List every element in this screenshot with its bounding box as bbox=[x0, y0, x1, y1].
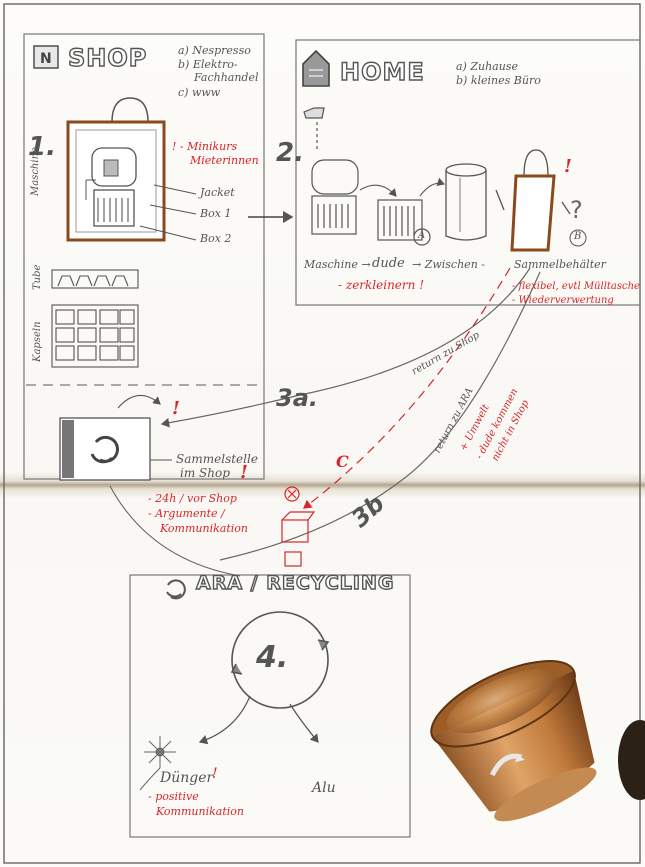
duenger-label: Dünger bbox=[160, 770, 213, 786]
shop-option-a: a) Nespresso bbox=[178, 44, 251, 57]
item-jacket: Jacket bbox=[200, 186, 235, 199]
collection-red-1: - 24h / vor Shop bbox=[148, 492, 237, 505]
collection-bin bbox=[60, 418, 172, 480]
shop-title: SHOP bbox=[68, 44, 147, 72]
home-title: HOME bbox=[340, 58, 425, 86]
item-box2: Box 2 bbox=[200, 232, 231, 245]
nespresso-logo-icon: N bbox=[34, 46, 58, 68]
shopping-bag-icon bbox=[68, 98, 164, 240]
label-b: B bbox=[574, 231, 581, 242]
alu-label: Alu bbox=[312, 780, 336, 796]
flow-sammel: Sammelbehälter bbox=[514, 258, 606, 271]
house-icon bbox=[303, 51, 329, 86]
tube-label: Tube bbox=[32, 265, 43, 290]
item-box1: Box 1 bbox=[200, 207, 231, 220]
machine-label: Maschine bbox=[30, 147, 41, 196]
capsule-grid bbox=[52, 305, 138, 367]
flow-zwischen: → Zwischen - bbox=[412, 258, 485, 271]
flow-dude: dude bbox=[372, 256, 405, 271]
step-4: 4. bbox=[256, 640, 288, 675]
collection-red-2: - Argumente / bbox=[148, 507, 225, 520]
home-option-b: b) kleines Büro bbox=[456, 74, 541, 87]
recycle-small-icon bbox=[167, 580, 185, 598]
step-2: 2. bbox=[276, 138, 304, 168]
red-icons bbox=[282, 487, 314, 566]
shop-option-b: b) Elektro- bbox=[178, 58, 238, 71]
duenger-red-1: - positive bbox=[148, 790, 199, 803]
home-red-note-1: - flexibel, evtl Mülltasche bbox=[512, 281, 640, 292]
home-red-zerkleinern: - zerkleinern ! bbox=[338, 278, 424, 292]
shop-frame bbox=[24, 34, 264, 479]
path-c bbox=[304, 268, 510, 508]
collection-red-3: Kommunikation bbox=[160, 522, 248, 535]
svg-text:?: ? bbox=[570, 196, 583, 224]
label-a: A bbox=[418, 230, 425, 241]
shop-option-c: c) www bbox=[178, 86, 220, 99]
ara-title: ARA / RECYCLING bbox=[196, 572, 394, 594]
flow-machine: Maschine → bbox=[304, 258, 371, 271]
home-machine bbox=[304, 108, 358, 234]
duenger-red-2: Kommunikation bbox=[156, 805, 244, 818]
tube-row bbox=[52, 270, 138, 288]
shop-option-b2: Fachhandel bbox=[194, 71, 259, 84]
shop-red-note-1: ! - Minikurs bbox=[172, 140, 237, 153]
intermediate-container bbox=[446, 164, 486, 240]
svg-text:N: N bbox=[40, 51, 52, 67]
home-red-note-2: - Wiederverwertung bbox=[512, 295, 614, 306]
shop-red-note-2: Mieterinnen bbox=[190, 154, 259, 167]
capsule-photo bbox=[420, 644, 645, 840]
label-c: C bbox=[336, 452, 349, 471]
capsules-label: Kapseln bbox=[32, 321, 43, 362]
home-option-a: a) Zuhause bbox=[456, 60, 518, 73]
collection-label-2: im Shop bbox=[180, 466, 230, 480]
step-3a: 3a. bbox=[276, 384, 318, 412]
